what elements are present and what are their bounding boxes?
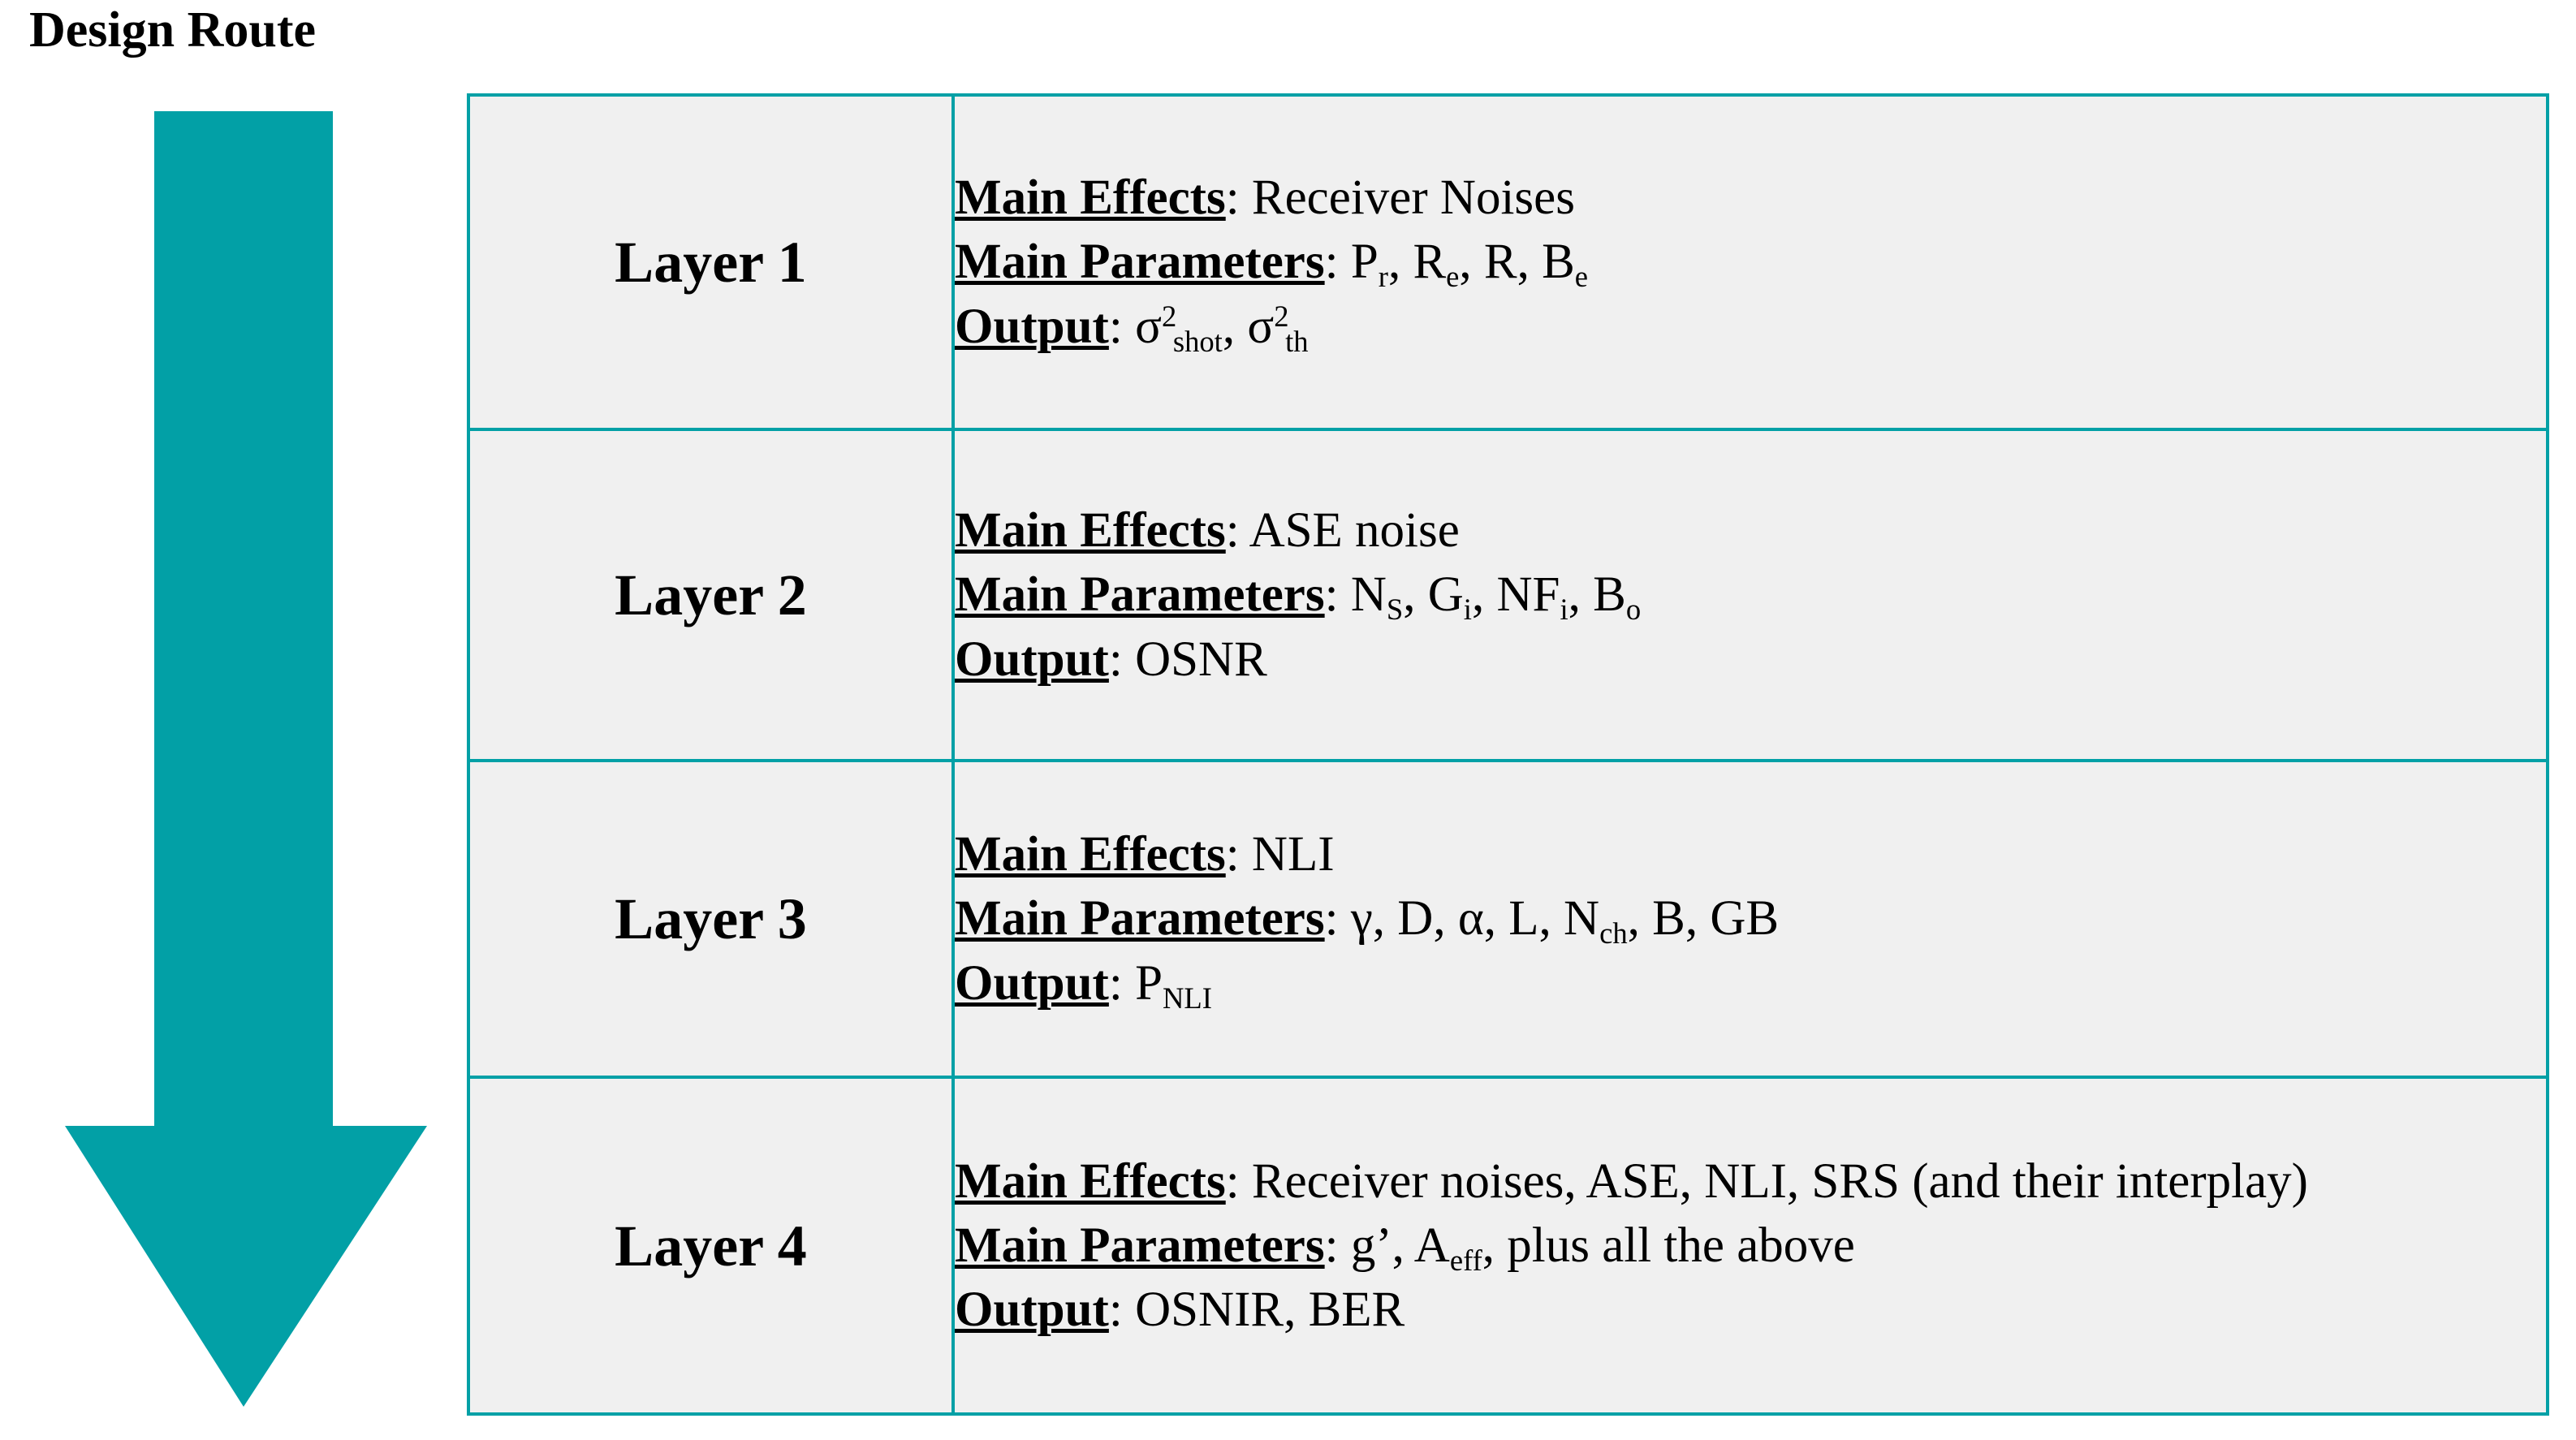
- main-parameters-line: Main Parameters: NS, Gi, NFi, Bo: [955, 567, 1642, 627]
- layer-label: Layer 1: [615, 230, 807, 295]
- main-effects-line: Main Effects: ASE noise: [955, 503, 1460, 558]
- output-line: Output: OSNR: [955, 632, 1267, 687]
- layer-label: Layer 2: [615, 563, 807, 627]
- layer-name-cell-4: Layer 4: [467, 1076, 955, 1416]
- layer-details: Main Effects: Receiver noises, ASE, NLI,…: [955, 1149, 2546, 1343]
- main-parameters-label: Main Parameters: [955, 567, 1325, 623]
- main-parameters-line: Main Parameters: γ, D, α, L, Nch, B, GB: [955, 891, 1780, 951]
- main-effects-line: Main Effects: Receiver noises, ASE, NLI,…: [955, 1153, 2308, 1209]
- main-parameters-value: γ, D, α, L, Nch, B, GB: [1350, 891, 1780, 951]
- main-effects-label: Main Effects: [955, 827, 1226, 882]
- main-effects-label: Main Effects: [955, 1153, 1226, 1209]
- main-parameters-line: Main Parameters: g’, Aeff, plus all the …: [955, 1218, 1855, 1277]
- main-parameters-value: NS, Gi, NFi, Bo: [1350, 567, 1642, 627]
- main-parameters-value: g’, Aeff, plus all the above: [1350, 1218, 1855, 1277]
- main-effects-label: Main Effects: [955, 503, 1226, 558]
- table-row: Layer 2 Main Effects: ASE noise Main Par…: [467, 428, 2549, 762]
- table-row: Layer 3 Main Effects: NLI Main Parameter…: [467, 759, 2549, 1079]
- output-value: σ2shot, σ2th: [1135, 299, 1309, 358]
- layer-name-cell-3: Layer 3: [467, 759, 955, 1079]
- output-label: Output: [955, 299, 1109, 354]
- main-effects-value: Receiver Noises: [1251, 170, 1575, 226]
- main-parameters-value: Pr, Re, R, Be: [1350, 235, 1589, 294]
- layer-body-cell-4: Main Effects: Receiver noises, ASE, NLI,…: [951, 1076, 2549, 1416]
- output-label: Output: [955, 955, 1109, 1011]
- layer-details: Main Effects: Receiver Noises Main Param…: [955, 166, 2546, 359]
- main-parameters-suffix: plus all the above: [1507, 1218, 1855, 1273]
- design-route-table: Layer 1 Main Effects: Receiver Noises Ma…: [467, 93, 2549, 1416]
- main-parameters-label: Main Parameters: [955, 891, 1325, 946]
- output-line: Output: σ2shot, σ2th: [955, 299, 1309, 358]
- output-value: PNLI: [1135, 955, 1212, 1015]
- table-row: Layer 1 Main Effects: Receiver Noises Ma…: [467, 93, 2549, 431]
- layer-details: Main Effects: ASE noise Main Parameters:…: [955, 498, 2546, 692]
- page-title: Design Route: [29, 2, 317, 58]
- main-effects-value: Receiver noises, ASE, NLI, SRS (and thei…: [1251, 1153, 2308, 1209]
- layer-name-cell-2: Layer 2: [467, 428, 955, 762]
- main-parameters-label: Main Parameters: [955, 235, 1325, 290]
- main-effects-value: ASE noise: [1249, 503, 1460, 558]
- main-effects-line: Main Effects: Receiver Noises: [955, 170, 1575, 226]
- main-parameters-label: Main Parameters: [955, 1218, 1325, 1273]
- output-label: Output: [955, 632, 1109, 687]
- output-line: Output: PNLI: [955, 955, 1212, 1015]
- output-value: OSNR: [1135, 632, 1267, 687]
- layer-name-cell-1: Layer 1: [467, 93, 955, 431]
- layer-label: Layer 4: [615, 1213, 807, 1278]
- arrow-down-shape: [65, 111, 427, 1407]
- main-effects-line: Main Effects: NLI: [955, 827, 1335, 882]
- main-parameters-line: Main Parameters: Pr, Re, R, Be: [955, 235, 1589, 294]
- output-value: OSNIR, BER: [1135, 1283, 1405, 1338]
- layer-label: Layer 3: [615, 886, 807, 951]
- output-line: Output: OSNIR, BER: [955, 1283, 1405, 1338]
- output-label: Output: [955, 1283, 1109, 1338]
- main-effects-value: NLI: [1251, 827, 1335, 882]
- layer-body-cell-1: Main Effects: Receiver Noises Main Param…: [951, 93, 2549, 431]
- table-row: Layer 4 Main Effects: Receiver noises, A…: [467, 1076, 2549, 1416]
- layer-body-cell-3: Main Effects: NLI Main Parameters: γ, D,…: [951, 759, 2549, 1079]
- layer-body-cell-2: Main Effects: ASE noise Main Parameters:…: [951, 428, 2549, 762]
- arrow-down-icon: [65, 111, 427, 1407]
- main-effects-label: Main Effects: [955, 170, 1226, 226]
- layer-details: Main Effects: NLI Main Parameters: γ, D,…: [955, 822, 2546, 1015]
